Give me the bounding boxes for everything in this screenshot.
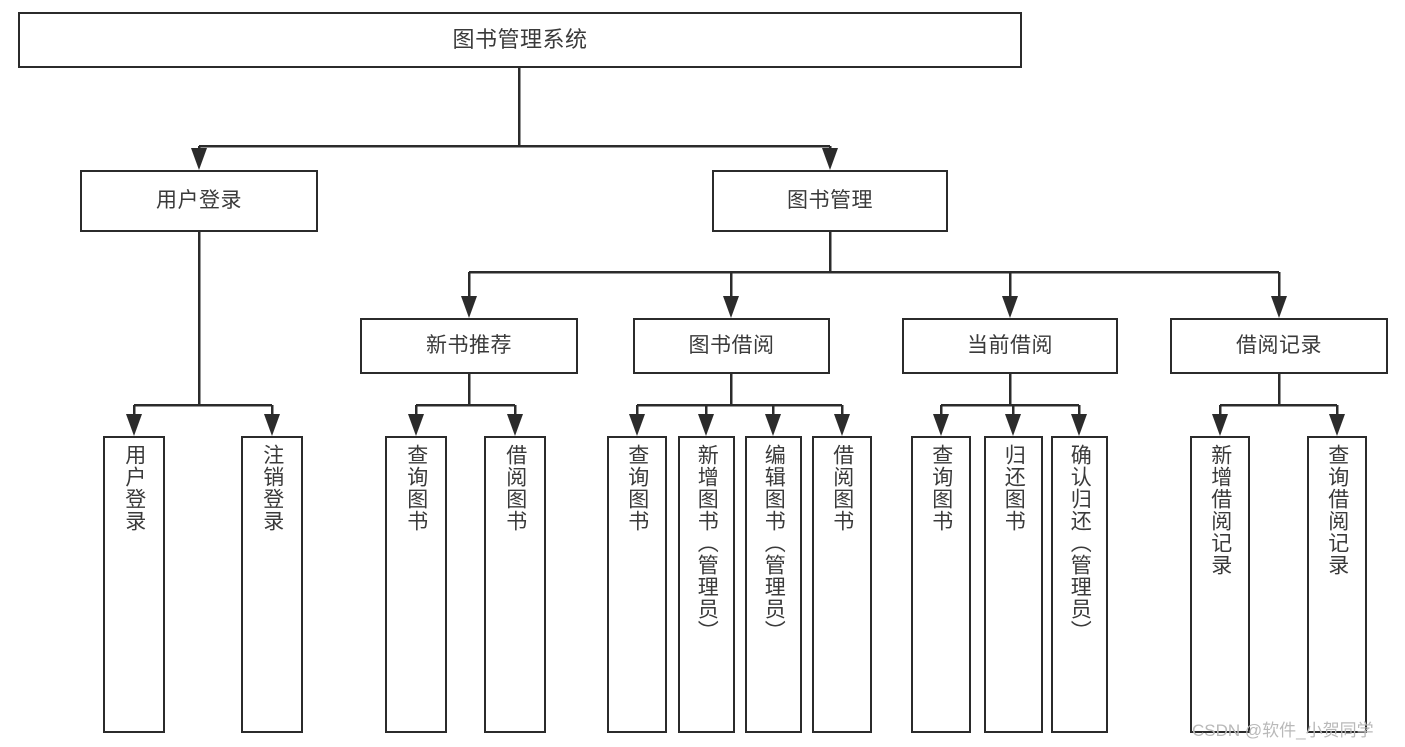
arrowhead-icon <box>1329 414 1345 436</box>
node-label: 图书管理系统 <box>452 26 588 52</box>
node-label: 用户登录 <box>156 189 242 213</box>
arrowhead-icon <box>408 414 424 436</box>
arrowhead-icon <box>933 414 949 436</box>
node-leaf-query-book-1[interactable]: 查询图书 <box>385 436 447 733</box>
node-leaf-borrow-book-1[interactable]: 借阅图书 <box>484 436 546 733</box>
node-leaf-add-record[interactable]: 新增借阅记录 <box>1190 436 1250 733</box>
node-label: 归还图书 <box>1002 444 1026 532</box>
node-leaf-borrow-book-2[interactable]: 借阅图书 <box>812 436 872 733</box>
node-leaf-query-record[interactable]: 查询借阅记录 <box>1307 436 1367 733</box>
arrowhead-icon <box>1071 414 1087 436</box>
node-label: 新书推荐 <box>426 334 512 358</box>
arrowhead-icon <box>698 414 714 436</box>
arrowhead-icon <box>507 414 523 436</box>
node-leaf-user-login[interactable]: 用户登录 <box>103 436 165 733</box>
node-new-book-rec[interactable]: 新书推荐 <box>360 318 578 374</box>
node-leaf-query-book-2[interactable]: 查询图书 <box>607 436 667 733</box>
node-label: 查询图书 <box>625 444 649 532</box>
node-label: 图书管理 <box>787 189 873 213</box>
arrowhead-icon <box>1005 414 1021 436</box>
node-label: 查询借阅记录 <box>1325 444 1349 576</box>
node-label: 确认归还（管理员） <box>1068 444 1092 642</box>
csdn-watermark: CSDN @软件_小贺同学 <box>1192 721 1374 740</box>
node-label: 查询图书 <box>404 444 428 532</box>
node-label: 新增借阅记录 <box>1208 444 1232 576</box>
arrowhead-icon <box>1002 296 1018 318</box>
arrowhead-icon <box>629 414 645 436</box>
arrowhead-icon <box>461 296 477 318</box>
node-leaf-edit-book[interactable]: 编辑图书（管理员） <box>745 436 802 733</box>
node-root[interactable]: 图书管理系统 <box>18 12 1022 68</box>
arrowhead-icon <box>1212 414 1228 436</box>
node-label: 借阅图书 <box>503 444 527 532</box>
node-label: 编辑图书（管理员） <box>762 444 786 642</box>
arrowhead-icon <box>126 414 142 436</box>
arrowhead-icon <box>191 148 207 170</box>
node-label: 借阅记录 <box>1236 334 1322 358</box>
node-label: 当前借阅 <box>967 334 1053 358</box>
arrowhead-icon <box>822 148 838 170</box>
arrowhead-icon <box>264 414 280 436</box>
node-book-manage[interactable]: 图书管理 <box>712 170 948 232</box>
node-leaf-add-book[interactable]: 新增图书（管理员） <box>678 436 735 733</box>
node-label: 借阅图书 <box>830 444 854 532</box>
arrowhead-icon <box>765 414 781 436</box>
node-label: 图书借阅 <box>688 334 775 358</box>
node-leaf-return-book[interactable]: 归还图书 <box>984 436 1043 733</box>
node-user-login[interactable]: 用户登录 <box>80 170 318 232</box>
node-label: 查询图书 <box>929 444 953 532</box>
arrowhead-icon <box>834 414 850 436</box>
node-leaf-logout[interactable]: 注销登录 <box>241 436 303 733</box>
node-book-borrow[interactable]: 图书借阅 <box>633 318 830 374</box>
node-leaf-query-book-3[interactable]: 查询图书 <box>911 436 971 733</box>
node-borrow-record[interactable]: 借阅记录 <box>1170 318 1388 374</box>
arrowhead-icon <box>723 296 739 318</box>
node-current-borrow[interactable]: 当前借阅 <box>902 318 1118 374</box>
node-label: 新增图书（管理员） <box>695 444 719 642</box>
node-label: 用户登录 <box>122 444 146 532</box>
arrowhead-icon <box>1271 296 1287 318</box>
node-label: 注销登录 <box>260 444 284 532</box>
node-leaf-confirm-return[interactable]: 确认归还（管理员） <box>1051 436 1108 733</box>
